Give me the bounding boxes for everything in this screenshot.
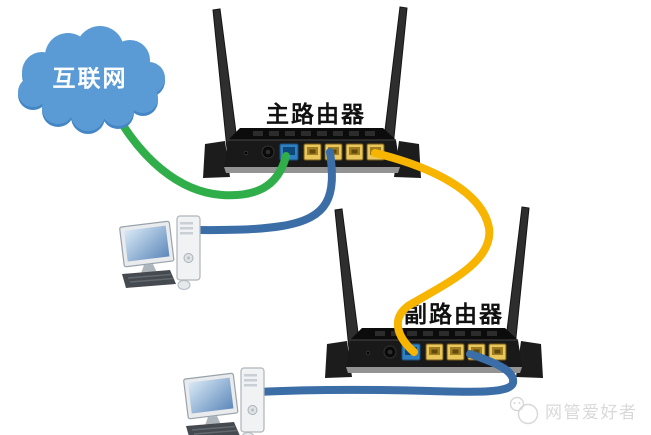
pc-1 [118, 215, 201, 291]
watermark-logo-icon [509, 396, 539, 425]
cloud-icon [18, 26, 165, 131]
main-router-label: 主路由器 [266, 101, 366, 127]
watermark: 网管爱好者 [509, 396, 638, 425]
secondary-router-label: 副路由器 [404, 301, 504, 327]
cable-secondary-lan-to-pc2 [251, 350, 518, 396]
internet-cloud: 互联网 [18, 26, 165, 134]
internet-cloud-label: 互联网 [53, 65, 128, 91]
cable-internet-to-main-wan [106, 99, 290, 200]
watermark-text: 网管爱好者 [545, 403, 638, 422]
pc-2 [182, 367, 265, 435]
cable-main-lan-to-pc1 [184, 148, 336, 235]
cable-main-lan-to-secondary-wan [371, 149, 494, 356]
